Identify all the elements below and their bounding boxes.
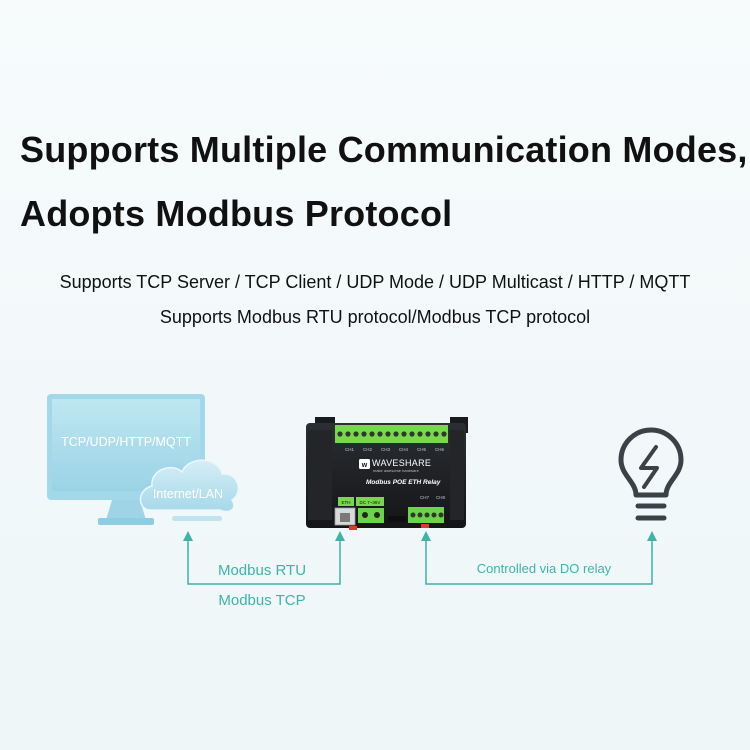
terminal-screw bbox=[441, 431, 447, 437]
power-terminal bbox=[358, 508, 384, 523]
brand-tagline: make awesome hardware bbox=[373, 468, 420, 473]
channel-label: CH7 bbox=[420, 495, 429, 500]
terminal-screw bbox=[417, 431, 423, 437]
top-terminal-screws bbox=[337, 431, 447, 437]
channel-label: CH3 bbox=[381, 447, 390, 452]
cloud-shape bbox=[139, 459, 240, 513]
terminal-screw bbox=[385, 431, 391, 437]
cloud-underline bbox=[172, 516, 222, 521]
channel-labels: CH1 CH2 CH3 CH4 CH5 CH6 bbox=[345, 447, 444, 452]
terminal-screw bbox=[425, 431, 431, 437]
terminal-screw bbox=[393, 431, 399, 437]
terminal-screw bbox=[345, 431, 351, 437]
brand-text: WAVESHARE bbox=[372, 458, 431, 468]
monitor-base bbox=[98, 518, 154, 525]
page-title: Supports Multiple Communication Modes, A… bbox=[20, 118, 748, 246]
light-bulb-icon bbox=[618, 427, 684, 521]
waveshare-logo-icon bbox=[359, 459, 370, 469]
rj45-port-opening bbox=[340, 513, 350, 522]
left-label-rtu: Modbus RTU bbox=[218, 562, 306, 579]
terminal-screw bbox=[377, 431, 383, 437]
channel-label: CH4 bbox=[399, 447, 408, 452]
terminal-screw bbox=[433, 431, 439, 437]
eth-label-plate bbox=[338, 497, 354, 506]
terminal-screw bbox=[438, 512, 444, 518]
subtitle-protocols: Supports Modbus RTU protocol/Modbus TCP … bbox=[159, 307, 591, 327]
connection-left bbox=[183, 531, 345, 585]
terminal-screw bbox=[353, 431, 359, 437]
cloud-text: Internet/LAN bbox=[153, 487, 223, 501]
channel-label: CH8 bbox=[436, 495, 445, 500]
power-label-plate bbox=[356, 497, 384, 506]
svg-text:w: w bbox=[361, 462, 368, 469]
bottom-terminal-screws bbox=[410, 512, 444, 518]
subtitle-modes: Supports TCP Server / TCP Client / UDP M… bbox=[59, 272, 691, 292]
terminal-screw bbox=[361, 431, 367, 437]
left-label-tcp: Modbus TCP bbox=[218, 592, 305, 609]
lightning-icon bbox=[639, 445, 659, 489]
arrow-up-icon bbox=[647, 531, 657, 541]
connection-right bbox=[421, 531, 657, 585]
cloud-icon: Internet/LAN bbox=[139, 459, 240, 521]
device-side-right bbox=[450, 430, 464, 520]
bulb-glass bbox=[618, 427, 684, 498]
monitor-screen-text: TCP/UDP/HTTP/MQTT bbox=[61, 435, 191, 449]
top-terminal-block bbox=[335, 425, 448, 443]
terminal-screw bbox=[337, 431, 343, 437]
power-label: DC 7~36V bbox=[360, 500, 381, 505]
channel-label: CH6 bbox=[435, 447, 444, 452]
title-line-1: Supports Multiple Communication Modes, bbox=[20, 129, 748, 170]
arrow-up-icon bbox=[335, 531, 345, 541]
channel-label: CH1 bbox=[345, 447, 354, 452]
terminal-screw bbox=[431, 512, 437, 518]
device-label-plate: w WAVESHARE make awesome hardware Modbus… bbox=[359, 458, 441, 486]
red-indicator bbox=[421, 524, 429, 528]
terminal-screw bbox=[424, 512, 430, 518]
status-leds bbox=[388, 516, 406, 522]
arrow-up-icon bbox=[183, 531, 193, 541]
channel-label: CH2 bbox=[363, 447, 372, 452]
terminal-screw bbox=[410, 512, 416, 518]
right-link-line bbox=[425, 540, 653, 585]
terminal-screw bbox=[401, 431, 407, 437]
red-indicator bbox=[349, 526, 357, 530]
left-link-line bbox=[187, 540, 341, 585]
terminal-screw bbox=[369, 431, 375, 437]
device-model: Modbus POE ETH Relay bbox=[366, 479, 441, 486]
title-line-2: Adopts Modbus Protocol bbox=[20, 193, 453, 234]
monitor-neck bbox=[106, 500, 146, 520]
channel-label: CH5 bbox=[417, 447, 426, 452]
terminal-screw bbox=[417, 512, 423, 518]
device-side-left bbox=[308, 430, 332, 520]
eth-label: ETH bbox=[342, 500, 351, 505]
right-label: Controlled via DO relay bbox=[477, 561, 612, 576]
relay-device: CH1 CH2 CH3 CH4 CH5 CH6 w WAVESHARE make… bbox=[306, 417, 468, 530]
arrow-up-icon bbox=[421, 531, 431, 541]
terminal-screw bbox=[409, 431, 415, 437]
